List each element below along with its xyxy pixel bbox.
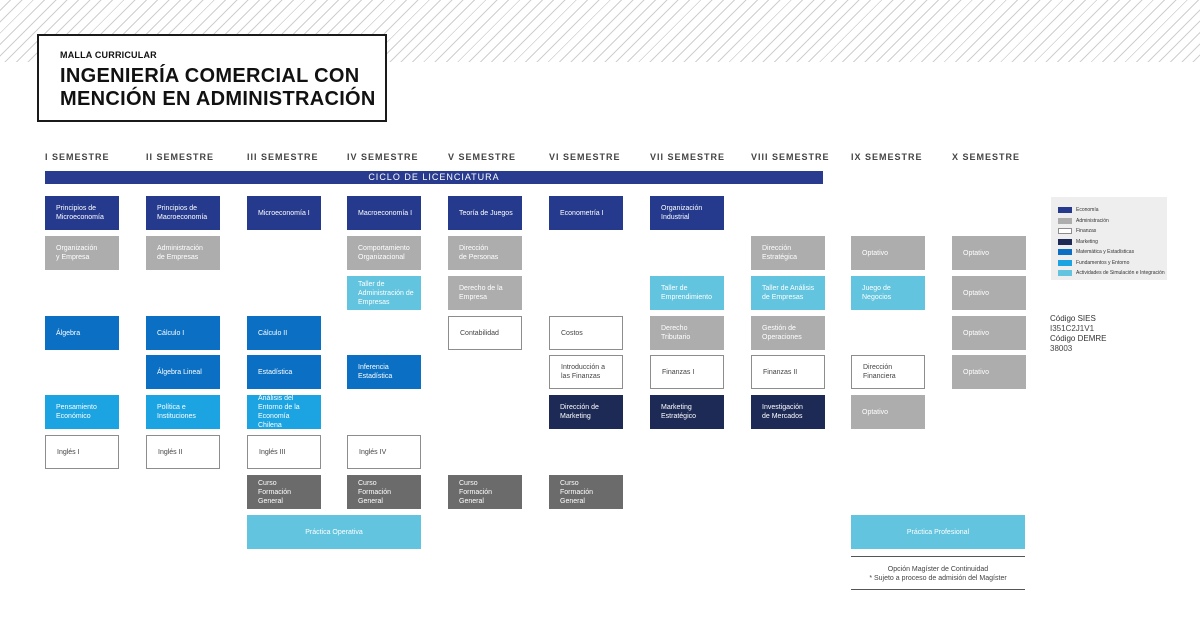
sies-label: Código SIES <box>1050 314 1096 323</box>
course-ingles-4: Inglés IV <box>347 435 421 469</box>
course-calculo-1: Cálculo I <box>146 316 220 350</box>
course-inferencia-estadistica: Inferencia Estadística <box>347 355 421 389</box>
legend-item-matematica: Matemática y Estadísticas <box>1058 247 1167 258</box>
course-ingles-1: Inglés I <box>45 435 119 469</box>
course-contabilidad: Contabilidad <box>448 316 522 350</box>
course-optativo-9b: Optativo <box>851 395 925 429</box>
course-optativo-10d: Optativo <box>952 355 1026 389</box>
semester-header-10: X SEMESTRE <box>952 152 1021 162</box>
magister-note: Opción Magíster de Continuidad * Sujeto … <box>851 556 1025 590</box>
sies-value: I351C2J1V1 <box>1050 324 1095 333</box>
course-finanzas-1: Finanzas I <box>650 355 724 389</box>
demre-value: 38003 <box>1050 344 1073 353</box>
semester-header-2: II SEMESTRE <box>146 152 215 162</box>
course-optativo-10c: Optativo <box>952 316 1026 350</box>
magister-line-2: * Sujeto a proceso de admisión del Magís… <box>869 575 1007 582</box>
course-ingles-2: Inglés II <box>146 435 220 469</box>
legend-swatch <box>1058 249 1072 256</box>
legend-swatch <box>1058 238 1072 245</box>
title-line-1: INGENIERÍA COMERCIAL CON <box>60 65 360 87</box>
practica-operativa: Práctica Operativa <box>247 515 421 549</box>
legend-item-economia: Economía <box>1058 205 1167 216</box>
title-line-2: MENCIÓN EN ADMINISTRACIÓN <box>60 88 376 110</box>
course-teoria-juegos: Teoría de Juegos <box>448 196 522 230</box>
page-title: INGENIERÍA COMERCIAL CON MENCIÓN EN ADMI… <box>60 65 385 111</box>
page-kicker: MALLA CURRICULAR <box>60 50 157 60</box>
legend-swatch <box>1058 270 1072 277</box>
magister-line-1: Opción Magíster de Continuidad <box>887 566 989 573</box>
course-algebra: Álgebra <box>45 316 119 350</box>
course-estadistica: Estadística <box>247 355 321 389</box>
course-econometria-1: Econometría I <box>549 196 623 230</box>
course-optativo-10b: Optativo <box>952 276 1026 310</box>
course-microeconomia-1: Microeconomía I <box>247 196 321 230</box>
legend-item-fundamentos: Fundamentos y Entorno <box>1058 258 1167 269</box>
legend-item-finanzas: Finanzas <box>1058 226 1167 237</box>
semester-header-4: IV SEMESTRE <box>347 152 419 162</box>
course-finanzas-2: Finanzas II <box>751 355 825 389</box>
practica-profesional: Práctica Profesional <box>851 515 1025 549</box>
legend-item-administracion: Administración <box>1058 216 1167 227</box>
legend-item-actividades: Actividades de Simulación e Integración <box>1058 268 1167 279</box>
legend-swatch <box>1058 228 1072 235</box>
demre-label: Código DEMRE <box>1050 334 1107 343</box>
legend-swatch <box>1058 217 1072 224</box>
legend-swatch <box>1058 207 1072 214</box>
semester-header-3: III SEMESTRE <box>247 152 319 162</box>
cycle-bar-licenciatura: CICLO DE LICENCIATURA <box>45 171 823 184</box>
semester-header-5: V SEMESTRE <box>448 152 517 162</box>
semester-header-1: I SEMESTRE <box>45 152 110 162</box>
program-codes: Código SIES I351C2J1V1 Código DEMRE 3800… <box>1050 314 1106 354</box>
course-derecho-tributario: Derecho Tributario <box>650 316 724 350</box>
course-optativo-10a: Optativo <box>952 236 1026 270</box>
course-algebra-lineal: Álgebra Lineal <box>146 355 220 389</box>
course-calculo-2: Cálculo II <box>247 316 321 350</box>
semester-header-6: VI SEMESTRE <box>549 152 621 162</box>
semester-header-8: VIII SEMESTRE <box>751 152 830 162</box>
semester-header-7: VII SEMESTRE <box>650 152 726 162</box>
legend-item-marketing: Marketing <box>1058 237 1167 248</box>
course-macroeconomia-1: Macroeconomía I <box>347 196 421 230</box>
color-legend: Economía Administración Finanzas Marketi… <box>1051 197 1167 280</box>
course-costos: Costos <box>549 316 623 350</box>
course-ingles-3: Inglés III <box>247 435 321 469</box>
legend-swatch <box>1058 259 1072 266</box>
semester-header-9: IX SEMESTRE <box>851 152 923 162</box>
title-box: MALLA CURRICULAR INGENIERÍA COMERCIAL CO… <box>37 34 387 122</box>
course-optativo-9a: Optativo <box>851 236 925 270</box>
